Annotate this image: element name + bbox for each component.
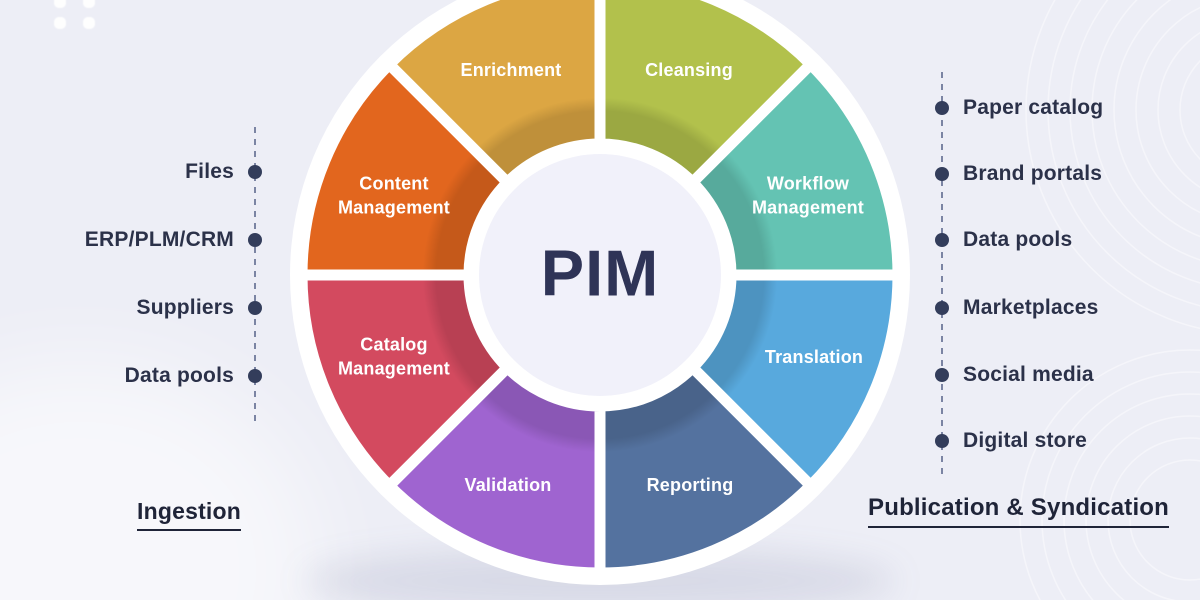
list-item: Files (0, 157, 262, 187)
wheel-label-catalog-management: Catalog Management (337, 334, 451, 379)
item-label: Paper catalog (963, 96, 1104, 119)
wheel-label-workflow-management: Workflow Management (751, 173, 865, 218)
node-dot (935, 434, 949, 448)
list-item: Data pools (935, 225, 1072, 255)
list-item: Data pools (0, 361, 262, 391)
wheel-label-translation: Translation (764, 346, 864, 367)
node-dot (248, 301, 262, 315)
list-item: Brand portals (935, 159, 1102, 189)
list-item: Marketplaces (935, 293, 1098, 323)
decor-dot (83, 0, 95, 8)
item-label: Data pools (963, 228, 1073, 251)
node-dot (935, 101, 949, 115)
item-label: Digital store (963, 429, 1087, 452)
item-label: Brand portals (963, 162, 1103, 185)
wheel-label-validation: Validation (464, 474, 552, 495)
node-dot (248, 165, 262, 179)
list-item: Digital store (935, 426, 1087, 456)
item-label: Social media (963, 363, 1094, 386)
wheel-center-disc (479, 154, 721, 396)
list-item: ERP/PLM/CRM (0, 225, 262, 255)
node-dot (935, 233, 949, 247)
item-label: Suppliers (136, 296, 234, 319)
ingestion-heading: Ingestion (137, 498, 242, 531)
decor-dot (83, 17, 95, 29)
dashed-line-left (254, 127, 256, 425)
node-dot (935, 167, 949, 181)
list-item: Paper catalog (935, 93, 1103, 123)
pim-title: PIM (540, 236, 660, 310)
dashed-line-right (941, 72, 943, 474)
item-label: Files (185, 160, 234, 183)
wheel-label-cleansing: Cleansing (645, 59, 733, 80)
node-dot (248, 233, 262, 247)
node-dot (935, 301, 949, 315)
wheel-label-content-management: Content Management (337, 173, 451, 218)
item-label: Marketplaces (963, 296, 1099, 319)
decor-dot (54, 17, 66, 29)
list-item: Suppliers (0, 293, 262, 323)
item-label: Data pools (124, 364, 234, 387)
wheel-label-reporting: Reporting (646, 474, 734, 495)
publication-heading: Publication & Syndication (868, 494, 1170, 528)
node-dot (935, 368, 949, 382)
item-label: ERP/PLM/CRM (84, 228, 234, 251)
decor-dot (54, 0, 66, 8)
list-item: Social media (935, 360, 1094, 390)
node-dot (248, 369, 262, 383)
wheel-label-enrichment: Enrichment (460, 59, 562, 80)
